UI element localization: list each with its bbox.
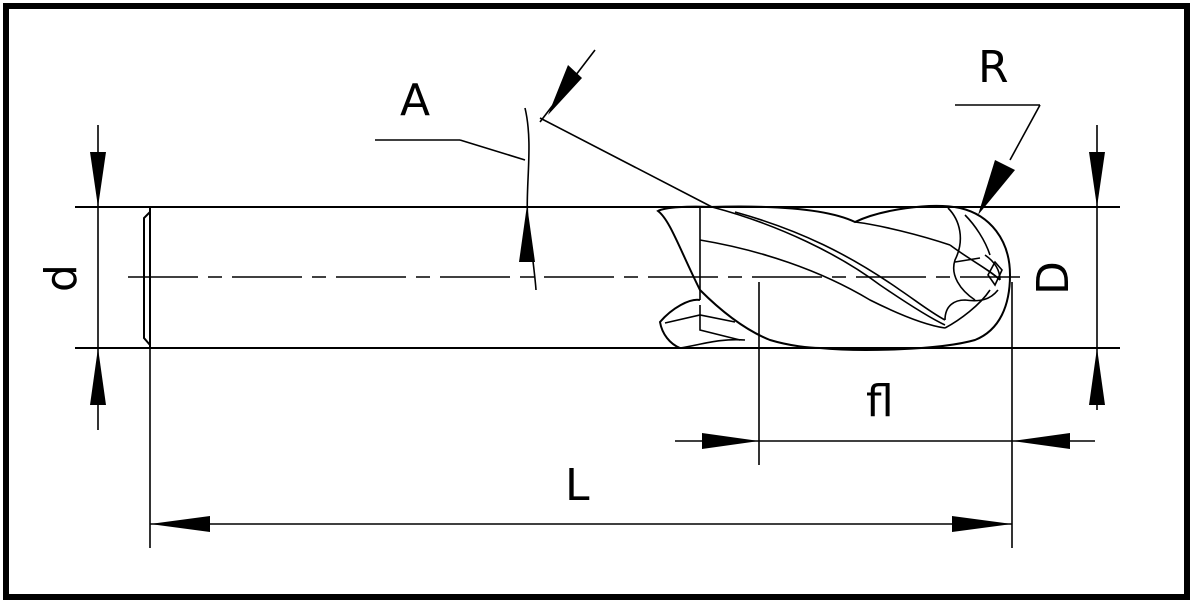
D-arrow-bottom [1089, 348, 1105, 405]
cutter-diameter-label: D [1028, 261, 1079, 295]
drawing-border [3, 3, 1190, 600]
L-arrow-left [150, 516, 210, 532]
overall-length-label: L [565, 460, 590, 511]
D-arrow-top [1089, 152, 1105, 207]
fl-arrow-left [702, 433, 759, 449]
shank-diameter-label: d [36, 264, 87, 292]
angle-label: A [400, 75, 430, 126]
cutter-diameter-dimension: D [1028, 125, 1105, 410]
d-arrow-bottom [90, 348, 106, 405]
tool-body [75, 205, 1120, 351]
shank-diameter-dimension: d [36, 125, 106, 430]
L-arrow-right [952, 516, 1012, 532]
overall-length-dimension: L [149, 348, 1012, 548]
angle-arrow-top [548, 65, 582, 115]
radius-dimension: R [955, 42, 1041, 215]
flute-length-dimension: fl [675, 282, 1095, 548]
flute-length-label: fl [866, 376, 894, 427]
radius-label: R [978, 42, 1009, 93]
angle-arrow-bottom [519, 205, 535, 262]
angle-dimension: A [375, 49, 713, 291]
radius-arrow [978, 160, 1015, 215]
d-arrow-top [90, 152, 106, 207]
fl-arrow-right [1012, 433, 1070, 449]
